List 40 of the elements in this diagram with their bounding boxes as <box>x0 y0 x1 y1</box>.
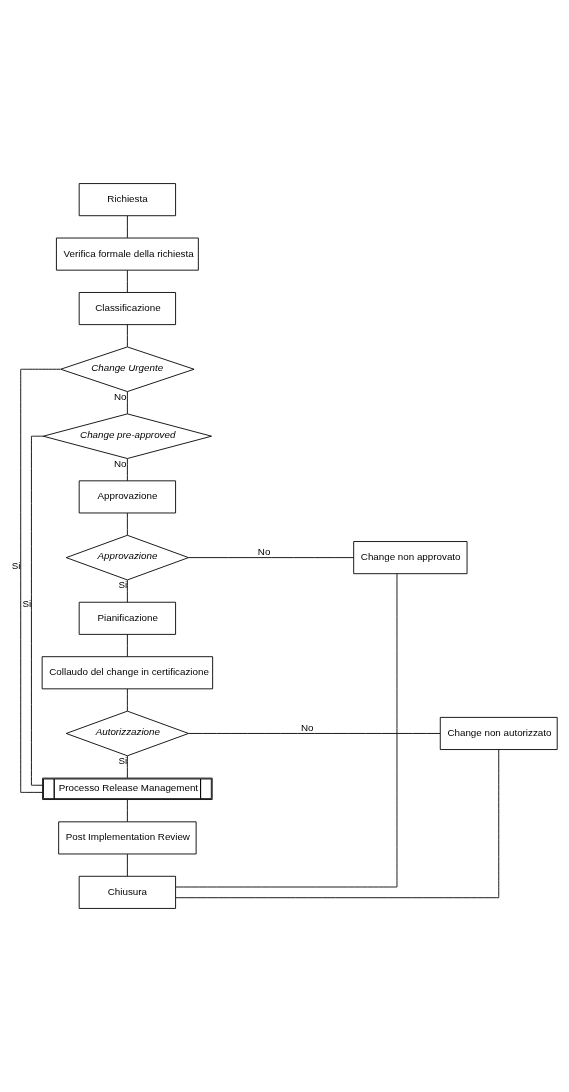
connector <box>126 391 128 415</box>
node-diamond: Change Urgente <box>60 346 195 392</box>
connector <box>126 215 128 239</box>
node-box: Richiesta <box>78 183 177 217</box>
connector <box>20 368 61 793</box>
connector <box>126 270 128 293</box>
edge-label: No <box>114 457 127 469</box>
node-box: Post Implementation Review <box>58 821 197 855</box>
connector <box>188 557 355 559</box>
connector <box>175 573 398 888</box>
connector <box>126 324 128 348</box>
node-box: Collaudo del change in certificazione <box>41 656 214 690</box>
edge-label: Si <box>118 579 128 591</box>
connector <box>126 853 128 877</box>
node-diamond: Autorizzazione <box>65 710 189 757</box>
connector <box>188 733 441 734</box>
connector <box>126 458 128 482</box>
edge-label: Si <box>11 560 21 572</box>
node-box: Pianificazione <box>78 601 177 635</box>
connector <box>126 579 128 603</box>
connector <box>175 749 500 899</box>
node-diamond: Change pre-approved <box>42 413 212 459</box>
edge-label: Si <box>22 598 32 610</box>
node-box: Change non approvato <box>353 541 468 575</box>
node-box: Verifica formale della richiesta <box>55 237 199 271</box>
node-diamond: Approvazione <box>65 534 189 581</box>
edge-label: No <box>114 390 127 402</box>
node-box: Change non autorizzato <box>439 716 558 750</box>
edge-label: No <box>301 721 314 733</box>
connector <box>30 435 44 786</box>
edge-label: Si <box>118 755 128 767</box>
node-box: Classificazione <box>78 292 177 326</box>
connector <box>126 755 128 779</box>
node-box: Approvazione <box>78 480 177 514</box>
edge-label: No <box>257 545 271 557</box>
node-box: Chiusura <box>78 875 177 909</box>
connector <box>126 634 128 657</box>
connector <box>126 512 128 536</box>
connector <box>126 688 128 712</box>
connector <box>126 799 128 823</box>
